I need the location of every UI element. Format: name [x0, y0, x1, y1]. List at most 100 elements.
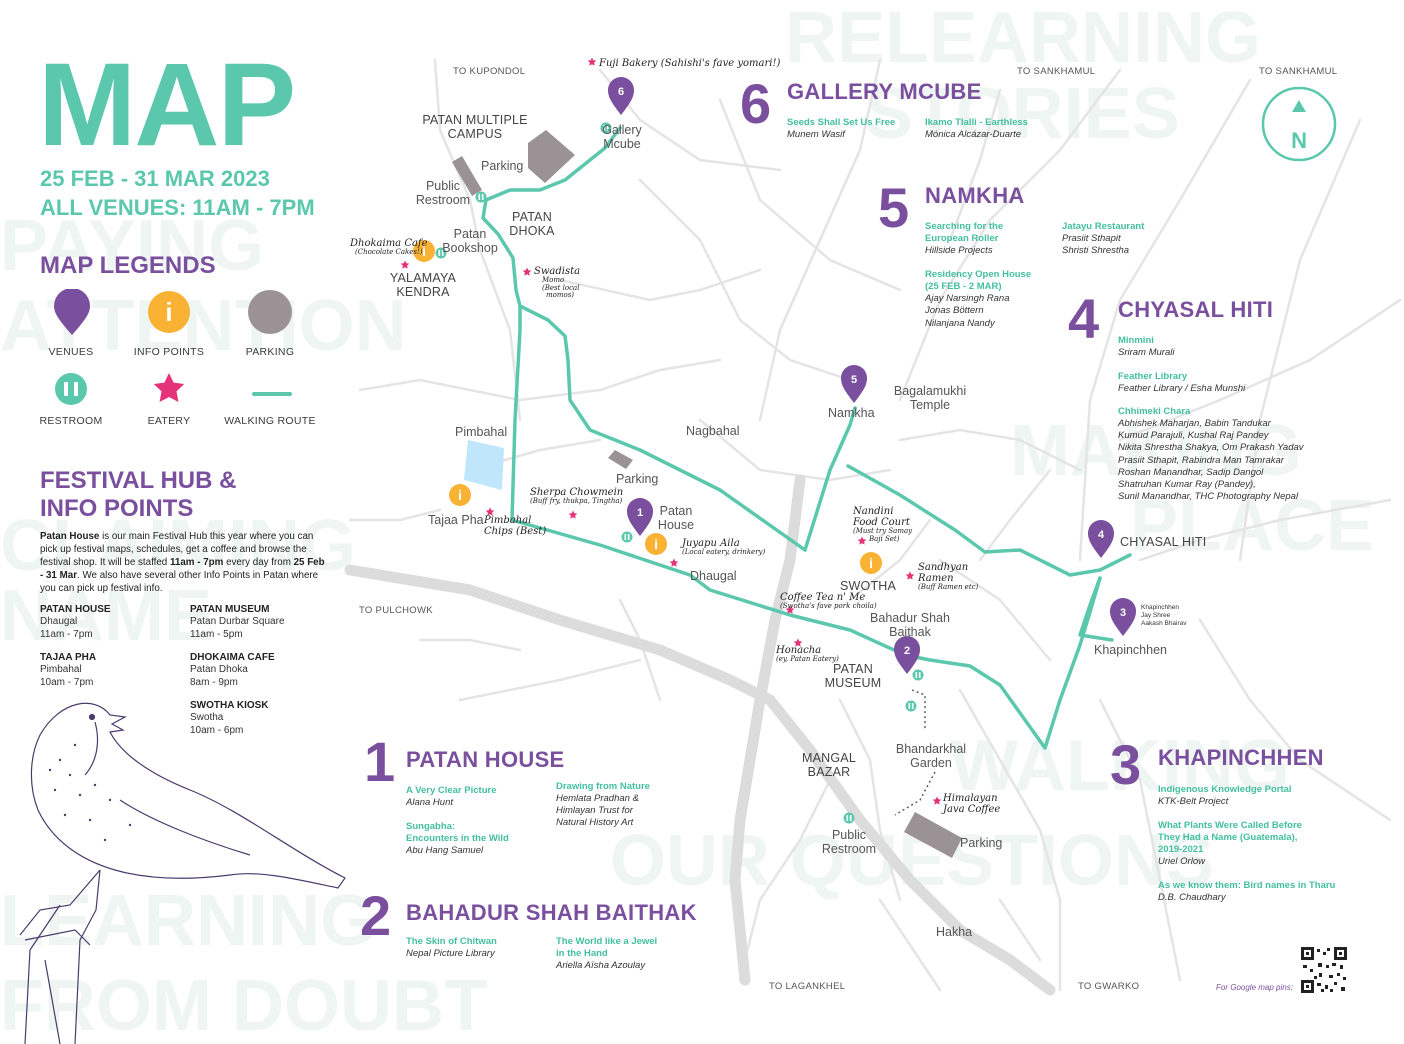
- venue-name[interactable]: PATAN HOUSE: [406, 747, 565, 772]
- eatery-label-sandhyan: Sandhyan Ramen (Buff Ramen etc): [918, 562, 978, 592]
- eatery-stars[interactable]: [400, 57, 942, 805]
- hub-desc-text: . We also have several other Info Points…: [40, 569, 319, 594]
- map-label-patan-bookshop: Patan Bookshop: [438, 227, 502, 256]
- hub-title-line: FESTIVAL HUB &: [40, 467, 237, 494]
- eatery-label-coffee-tea: Coffee Tea n' Me (Swotha's fave pork cho…: [780, 592, 877, 611]
- label-line: Aakash Bhairav: [1141, 619, 1187, 627]
- eatery-star: [793, 638, 803, 647]
- bg-word: PAYING: [0, 206, 264, 286]
- label-line: Restroom: [821, 842, 877, 857]
- work-title: Sungabha:: [406, 821, 456, 832]
- venue-name[interactable]: GALLERY MCUBE: [787, 79, 982, 104]
- road-label: TO SANKHAMUL: [1259, 66, 1338, 77]
- venue-name[interactable]: CHYASAL HITI: [1118, 297, 1274, 322]
- info-point-time: 11am - 5pm: [190, 629, 243, 640]
- label-line: (Swotha's fave pork choila): [780, 602, 877, 610]
- work-artist: Munem Wasif: [787, 129, 845, 141]
- work-artist: Hillside Projects: [925, 245, 993, 257]
- legend-walking-route-icon: [252, 392, 292, 396]
- work-artist: Sunil Manandhar, THC Photography Nepal: [1118, 491, 1299, 503]
- work-title: Drawing from Nature: [556, 781, 650, 792]
- info-point-yalamaya: i: [413, 240, 435, 262]
- svg-text:i: i: [869, 555, 873, 571]
- eatery-label-pimbahal-chips: Pimbahal Chips (Best): [484, 515, 546, 537]
- label-line: BAZAR: [807, 765, 851, 780]
- legend-info-icon: i: [147, 290, 191, 334]
- work-title: Seeds Shall Set Us Free: [787, 117, 896, 128]
- label-line: Juyapu Aila: [682, 538, 740, 549]
- parking-patan-multiple-campus: [452, 156, 482, 196]
- info-point-entry: SWOTHA KIOSK Swotha 10am - 6pm: [190, 700, 330, 737]
- work-artist: Jonas Böttern: [925, 305, 984, 317]
- label-line: Jay Shree: [1141, 611, 1171, 619]
- work-title: in the Hand: [556, 948, 608, 960]
- info-point-tajaa-pha: i: [449, 484, 471, 506]
- label-line: (Buff Ramen etc): [918, 583, 979, 591]
- label-line: MUSEUM: [824, 676, 882, 691]
- eatery-star: [522, 267, 532, 276]
- hub-desc-bold: 11am - 7pm: [169, 556, 224, 568]
- label-line: Pimbahal: [484, 515, 532, 526]
- main-roads: [344, 474, 1056, 996]
- label-line: Bhandarkhal: [895, 742, 967, 756]
- info-point-location: Patan Durbar Square: [190, 616, 285, 627]
- work-title: European Roller: [925, 233, 999, 245]
- parking-areas[interactable]: [452, 130, 962, 858]
- label-line: Nandini: [853, 506, 894, 517]
- eatery-label-fuji-bakery: Fuji Bakery (Sahishi's fave yomari!): [599, 58, 781, 69]
- label-line: Sherpa Chowmein: [530, 487, 624, 498]
- venue-number: 6: [740, 72, 772, 135]
- restroom-icons[interactable]: [435, 122, 924, 824]
- venue-name[interactable]: BAHADUR SHAH BAITHAK: [406, 900, 697, 925]
- qr-code[interactable]: [1301, 947, 1347, 993]
- venue-work: Residency Open House (25 FEB - 2 MAR) Aj…: [925, 269, 1031, 330]
- info-point-time: 11am - 7pm: [40, 629, 93, 640]
- work-artist: Nikita Shrestha Shakya, Om Prakash Yadav: [1118, 442, 1304, 454]
- walking-route[interactable]: [481, 126, 1132, 750]
- label-line: Bahadur Shah: [870, 611, 950, 625]
- eatery-star: [905, 571, 915, 580]
- work-artist: Abhishek Maharjan, Babin Tandukar: [1118, 418, 1271, 430]
- map-label-tajaa-pha: Tajaa Pha: [428, 513, 484, 527]
- label-line: Patan: [659, 504, 693, 518]
- work-artist: Nepal Picture Library: [406, 948, 495, 960]
- label-line: Coffee Tea n' Me: [780, 592, 866, 603]
- work-title: They Had a Name (Guatemala),: [1158, 832, 1298, 844]
- label-line: Khapinchhen: [1141, 604, 1179, 611]
- hub-desc-bold: Patan House: [40, 531, 100, 542]
- venue-name[interactable]: KHAPINCHHEN: [1158, 745, 1324, 770]
- bg-word: NAME: [0, 576, 212, 656]
- venue-pins[interactable]: 6 5 1 4 3 2: [608, 77, 1136, 674]
- work-title: Feather Library: [1118, 371, 1188, 382]
- map-label-bhandarkhal-garden: Bhandarkhal Garden: [888, 742, 974, 771]
- venue-work: Drawing from Nature Hemlata Pradhan & Hi…: [556, 781, 650, 830]
- info-point-entry: TAJAA PHA Pimbahal 10am - 7pm: [40, 652, 180, 689]
- work-title: Minmini: [1118, 335, 1154, 346]
- work-title: Residency Open House: [925, 269, 1032, 280]
- work-title: Encounters in the Wild: [406, 833, 509, 845]
- map-label-patan-house: Patan House: [652, 504, 700, 533]
- work-artist: Natural History Art: [556, 817, 634, 829]
- legends-title: MAP LEGENDS: [40, 252, 216, 279]
- venue-work: Seeds Shall Set Us Free Munem Wasif: [787, 117, 895, 141]
- svg-text:5: 5: [851, 374, 857, 386]
- bg-word: FROM DOUBT: [0, 966, 488, 1044]
- venue-number: 4: [1068, 287, 1100, 350]
- work-artist: Mónica Alcázar-Duarte: [925, 129, 1022, 141]
- eatery-label-nandini: Nandini Food Court (Must try Samay Baji …: [853, 506, 912, 543]
- work-title: Searching for the: [925, 221, 1004, 232]
- map-label-namkha: Namkha: [828, 406, 875, 420]
- venue-name[interactable]: NAMKHA: [925, 183, 1025, 208]
- restroom-icon: [600, 122, 612, 134]
- label-line: Patan: [453, 227, 487, 241]
- label-line: YALAMAYA: [389, 271, 457, 285]
- label-line: Public: [425, 179, 461, 193]
- label-line: Public: [831, 828, 867, 842]
- info-points[interactable]: i i i i: [413, 240, 882, 574]
- work-artist: Sriram Murali: [1118, 347, 1175, 359]
- info-point-patan-house: i: [645, 533, 667, 555]
- label-line: momos): [546, 291, 575, 300]
- map-label-patan-dhoka: PATAN DHOKA: [500, 210, 564, 239]
- info-point-time: 10am - 7pm: [40, 677, 94, 688]
